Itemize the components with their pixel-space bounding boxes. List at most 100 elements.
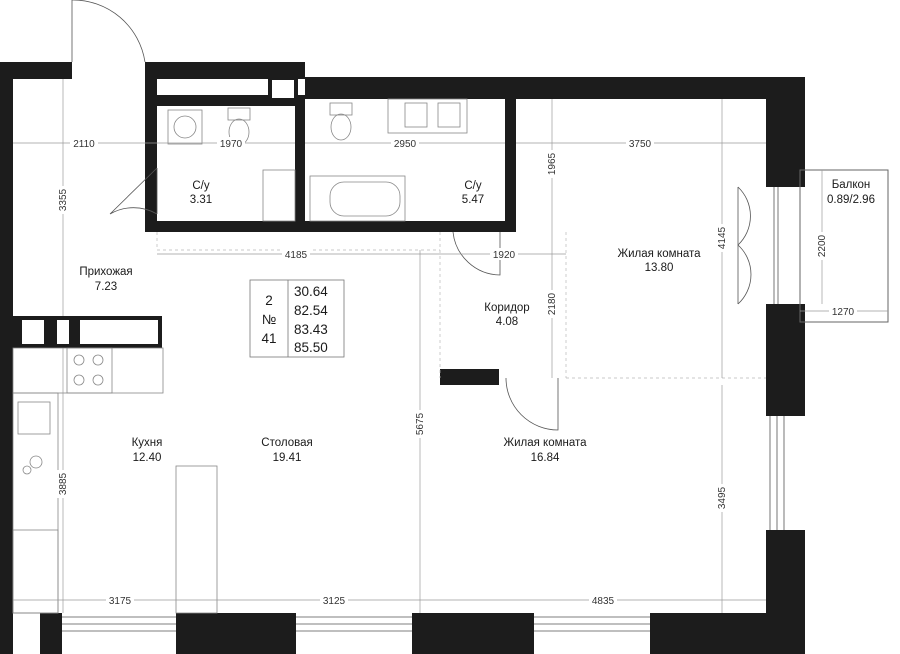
room-balcony-area: 0.89/2.96 — [827, 194, 875, 206]
dim-3495: 3495 — [717, 486, 728, 509]
wall-bath-bottom — [157, 221, 507, 232]
wall-niche-2 — [57, 320, 69, 344]
zones — [156, 232, 766, 379]
info-area-4: 85.50 — [294, 340, 328, 355]
dish-icon-2 — [22, 465, 32, 475]
wall-top-left — [0, 62, 72, 79]
burner-4 — [92, 374, 104, 386]
wall-bath-divider — [295, 95, 305, 232]
dim-3885: 3885 — [58, 472, 69, 495]
room-living2-area: 16.84 — [531, 452, 560, 464]
wall-bottom-2 — [176, 613, 296, 654]
room-living1-name: Жилая комната — [617, 248, 701, 260]
window-2 — [296, 616, 412, 632]
burner-2 — [92, 354, 104, 366]
wall-right-mid — [766, 304, 805, 416]
dim-1970: 1970 — [220, 139, 243, 150]
toilet-2-tank — [329, 102, 353, 116]
room-labels: С/у 3.31 С/у 5.47 Прихожая 7.23 Жилая ко… — [79, 179, 875, 464]
room-corridor-area: 4.08 — [496, 316, 518, 328]
room-hallway-area: 7.23 — [95, 281, 117, 293]
window-4 — [769, 416, 785, 530]
dim-3125: 3125 — [323, 596, 346, 607]
room-bath1-area: 3.31 — [190, 194, 212, 206]
sink-2a — [404, 102, 428, 128]
wall-corridor-stub — [440, 369, 499, 385]
info-apartment-number: 41 — [261, 331, 276, 346]
dish-icon-1 — [29, 455, 43, 469]
burner-3 — [73, 374, 85, 386]
corridor-zone — [439, 232, 766, 379]
dim-1270: 1270 — [832, 307, 855, 318]
dim-1965: 1965 — [547, 152, 558, 175]
wall-bottom-3 — [412, 613, 534, 654]
kitchen-counter-top — [12, 347, 164, 394]
dim-3175: 3175 — [109, 596, 132, 607]
wall-hall-bath — [145, 62, 157, 232]
room-kitchen-name: Кухня — [132, 437, 163, 449]
balcony-outline — [799, 169, 889, 323]
info-area-1: 30.64 — [294, 284, 328, 299]
room-hallway-name: Прихожая — [79, 266, 132, 278]
kitchen-island — [175, 465, 218, 614]
washer — [167, 109, 203, 145]
dim-2180: 2180 — [547, 292, 558, 315]
room-dining-area: 19.41 — [273, 452, 302, 464]
wall-top-mid — [145, 62, 305, 79]
room-door — [505, 377, 559, 431]
entrance-door — [71, 0, 146, 63]
sink-2b — [437, 102, 461, 128]
wall-left — [0, 62, 13, 654]
room-corridor-name: Коридор — [484, 302, 529, 314]
toilet-2-bowl — [330, 113, 352, 141]
fixtures — [12, 98, 468, 614]
dim-5675: 5675 — [415, 412, 426, 435]
balcony-door — [737, 186, 752, 305]
dim-2950: 2950 — [394, 139, 417, 150]
double-sink — [387, 98, 468, 134]
wall-niche-3 — [80, 320, 158, 344]
kitchen-sink — [17, 401, 51, 435]
room-bath1-name: С/у — [192, 180, 210, 192]
kitchen-cabinet — [12, 529, 59, 614]
burner-1 — [73, 354, 85, 366]
room-balcony-name: Балкон — [832, 179, 871, 191]
shaft-opening — [272, 80, 294, 98]
wall-bath1-top — [157, 95, 305, 106]
dim-3750: 3750 — [629, 139, 652, 150]
room-living2-name: Жилая комната — [503, 437, 587, 449]
dim-4835: 4835 — [592, 596, 615, 607]
bath1-door — [109, 167, 158, 215]
sink-1 — [262, 169, 296, 222]
balcony — [773, 169, 889, 323]
dim-4185: 4185 — [285, 250, 308, 261]
hall-zone — [156, 232, 440, 251]
dim-4145: 4145 — [717, 226, 728, 249]
kitchen-counter-side — [12, 392, 59, 614]
info-rooms-count: 2 — [265, 293, 273, 308]
bathtub — [309, 175, 406, 222]
toilet-1-tank — [227, 107, 251, 121]
info-box-frame — [249, 279, 345, 358]
dim-2200: 2200 — [817, 234, 828, 257]
apartment-info-box: 2 № 41 30.64 82.54 83.43 85.50 — [249, 279, 345, 358]
wall-bath2-right — [505, 99, 516, 232]
bathtub-basin — [329, 181, 401, 217]
room-kitchen-area: 12.40 — [133, 452, 162, 464]
dim-3355: 3355 — [58, 188, 69, 211]
washer-drum — [173, 115, 197, 139]
room-living1-area: 13.80 — [645, 262, 674, 274]
cooktop — [66, 347, 113, 394]
walls — [0, 62, 805, 654]
wall-right-top — [766, 77, 805, 187]
room-bath2-area: 5.47 — [462, 194, 484, 206]
info-area-3: 83.43 — [294, 322, 328, 337]
room-bath2-name: С/у — [464, 180, 482, 192]
room-dining-name: Столовая — [261, 437, 312, 449]
wall-top-right — [305, 77, 805, 99]
dim-2110: 2110 — [73, 139, 95, 150]
wall-niche-1 — [22, 320, 44, 344]
info-number-sign: № — [262, 312, 276, 327]
bath2-door — [452, 231, 501, 276]
